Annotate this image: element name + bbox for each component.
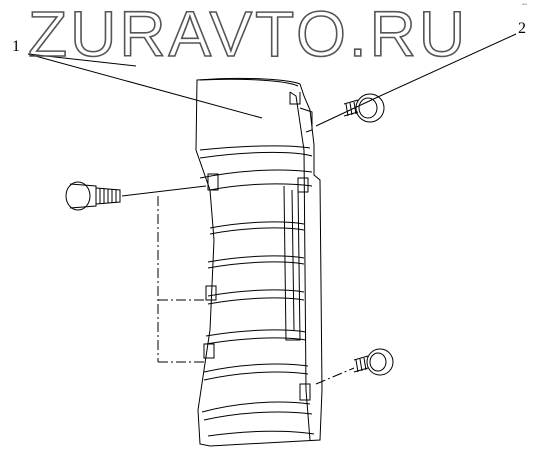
watermark-text: ZURAVTO.RU <box>28 2 468 64</box>
screw-icon <box>343 93 385 123</box>
callout-1: 1 <box>12 38 20 55</box>
screw-icon <box>353 348 394 376</box>
screw-icon <box>65 181 121 211</box>
watermark-logo: ZURAVTO.RU <box>28 2 468 64</box>
panel-outline <box>195 77 323 447</box>
corner-mark: ᵃʷᵃ <box>522 2 527 7</box>
panel-clips <box>203 173 311 401</box>
panel-ribs <box>199 169 315 437</box>
center-lines <box>157 196 355 385</box>
leader-lines <box>27 33 517 197</box>
callout-2: 2 <box>518 20 526 37</box>
